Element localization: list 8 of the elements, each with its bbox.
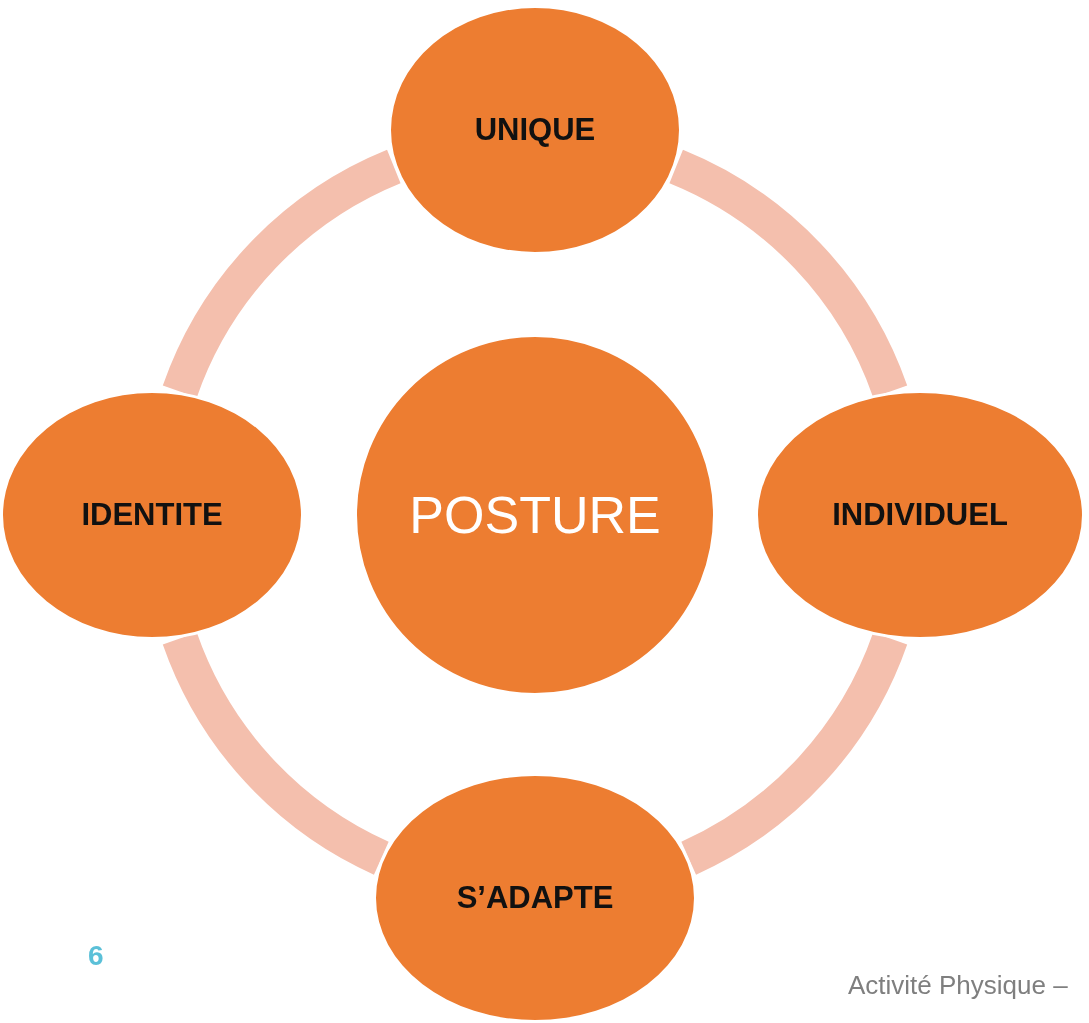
page-number: 6 [88, 940, 104, 972]
footer-text: Activité Physique – [848, 970, 1068, 1001]
node-label: UNIQUE [474, 112, 596, 148]
node-label: S’ADAPTE [456, 880, 614, 916]
ring-segment [163, 150, 402, 399]
node-label: POSTURE [409, 485, 661, 545]
node-label: INDIVIDUEL [832, 497, 1008, 533]
node-label: IDENTITE [81, 497, 223, 533]
